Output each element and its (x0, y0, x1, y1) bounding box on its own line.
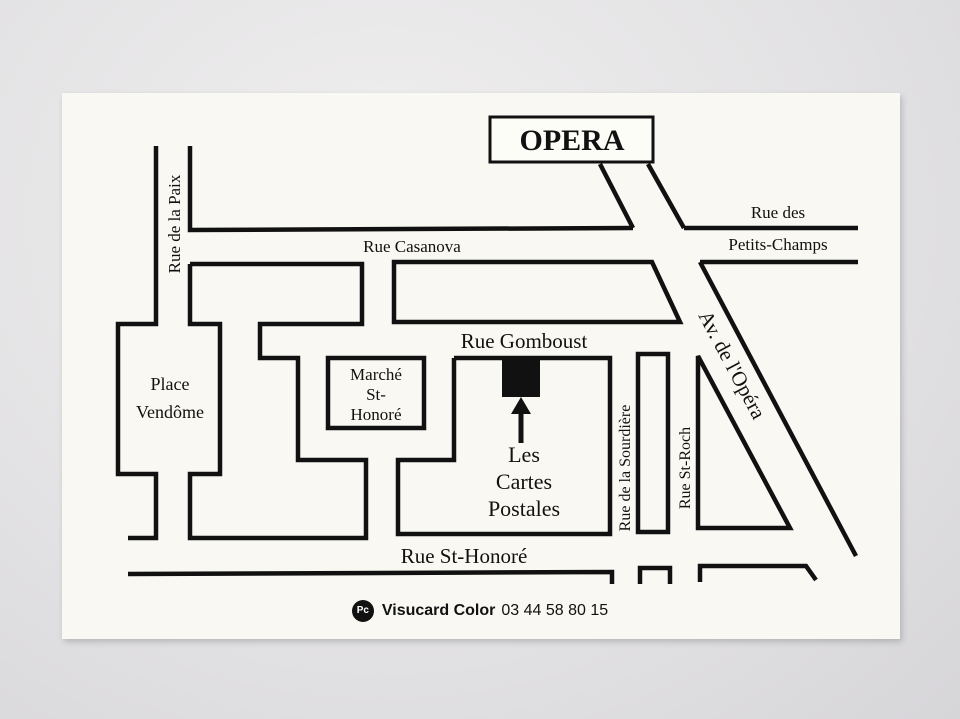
label-rue-st-honore: Rue St-Honoré (401, 544, 528, 568)
rue-st-honore-stub (637, 565, 673, 584)
rue-st-honore-south-edge (127, 569, 615, 584)
label-rue-des-petits-champs-1: Rue des (751, 203, 805, 222)
block-rue-st-roch (635, 351, 671, 535)
shop-marker (502, 357, 540, 397)
avenue-opera-west-edge-top (598, 162, 635, 230)
place-vendome-west-edge (115, 146, 159, 541)
rue-st-honore-east (697, 563, 818, 582)
card-footer: Pc Visucard Color 03 44 58 80 15 (0, 600, 960, 622)
block-rue-de-la-paix (187, 261, 369, 541)
label-marche-1: Marché (350, 365, 402, 384)
label-shop-1: Les (508, 442, 540, 467)
label-place-vendome-1: Place (151, 374, 190, 394)
label-place-vendome-2: Vendôme (136, 402, 204, 422)
opera-box (488, 115, 655, 164)
marche-st-honore-block (325, 355, 427, 431)
label-rue-casanova: Rue Casanova (363, 237, 461, 256)
label-rue-des-petits-champs-2: Petits-Champs (728, 235, 827, 254)
footer-brand: Visucard Color (381, 602, 496, 620)
footer-phone: 03 44 58 80 15 (501, 602, 609, 620)
label-marche-2: St- (366, 385, 386, 404)
arrow-head-icon (511, 397, 531, 414)
avenue-opera-east-edge-top (646, 162, 686, 230)
pc-logo-icon: Pc (351, 600, 374, 622)
avenue-opera-east-edge (698, 260, 858, 558)
block-cartes-postales (395, 355, 613, 537)
rue-casanova-north-edge (187, 146, 634, 233)
label-marche-3: Honoré (351, 405, 402, 424)
block-casanova-gomboust (391, 259, 684, 325)
block-triangle-east (695, 354, 794, 531)
label-rue-de-la-sourdiere: Rue de la Sourdière (617, 405, 634, 532)
label-rue-de-la-paix: Rue de la Paix (165, 174, 184, 273)
label-shop-3: Postales (488, 496, 560, 521)
opera-label: OPERA (520, 124, 625, 157)
label-shop-2: Cartes (496, 469, 552, 494)
business-card (62, 93, 900, 639)
label-rue-gomboust: Rue Gomboust (461, 329, 588, 353)
label-rue-st-roch: Rue St-Roch (677, 427, 694, 509)
